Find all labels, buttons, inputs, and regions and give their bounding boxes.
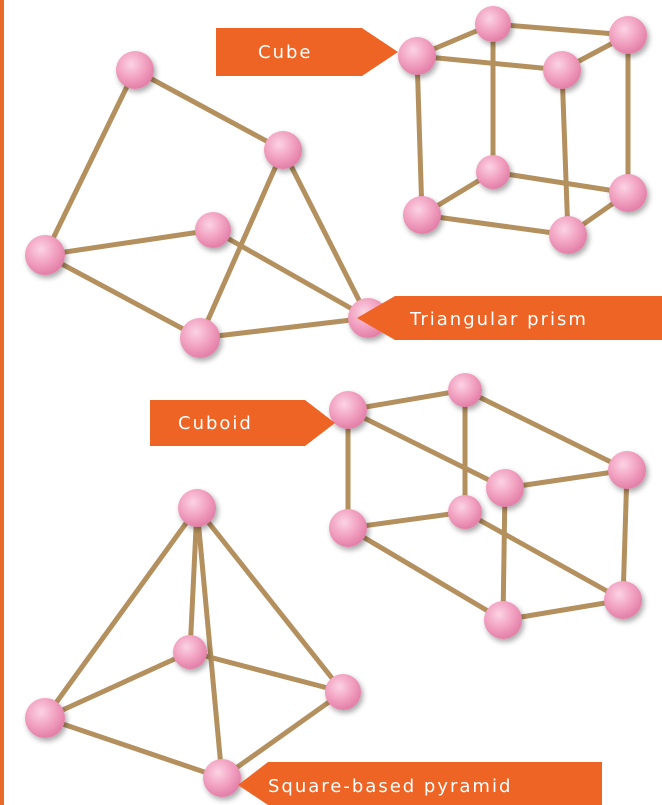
label-cuboid-text: Cuboid bbox=[178, 413, 253, 434]
cube-model bbox=[398, 6, 647, 254]
label-triangular-prism-arrow bbox=[357, 296, 662, 340]
label-triangular-prism: Triangular prism bbox=[357, 296, 662, 340]
triangular-prism-model bbox=[25, 51, 388, 358]
label-square-based-pyramid: Square-based pyramid bbox=[238, 762, 602, 805]
label-square-based-pyramid-text: Square-based pyramid bbox=[268, 776, 512, 797]
cuboid-sticks bbox=[345, 387, 630, 623]
label-cuboid: Cuboid bbox=[150, 400, 335, 446]
cube-sticks bbox=[414, 21, 631, 238]
label-cube-text: Cube bbox=[258, 42, 312, 63]
label-triangular-prism-text: Triangular prism bbox=[409, 309, 588, 330]
label-cube: Cube bbox=[216, 28, 398, 76]
left-border bbox=[0, 0, 4, 805]
square-based-pyramid-model bbox=[25, 489, 361, 797]
pyramid-sticks bbox=[42, 505, 346, 781]
cuboid-model bbox=[329, 373, 646, 639]
cube-balls bbox=[398, 6, 647, 254]
label-square-based-pyramid-arrow bbox=[238, 762, 602, 805]
label-cuboid-arrow bbox=[150, 400, 335, 446]
prism-sticks bbox=[42, 67, 371, 341]
prism-balls bbox=[25, 51, 388, 358]
pyramid-balls bbox=[25, 489, 361, 797]
cuboid-balls bbox=[329, 373, 646, 639]
label-cube-arrow bbox=[216, 28, 398, 76]
